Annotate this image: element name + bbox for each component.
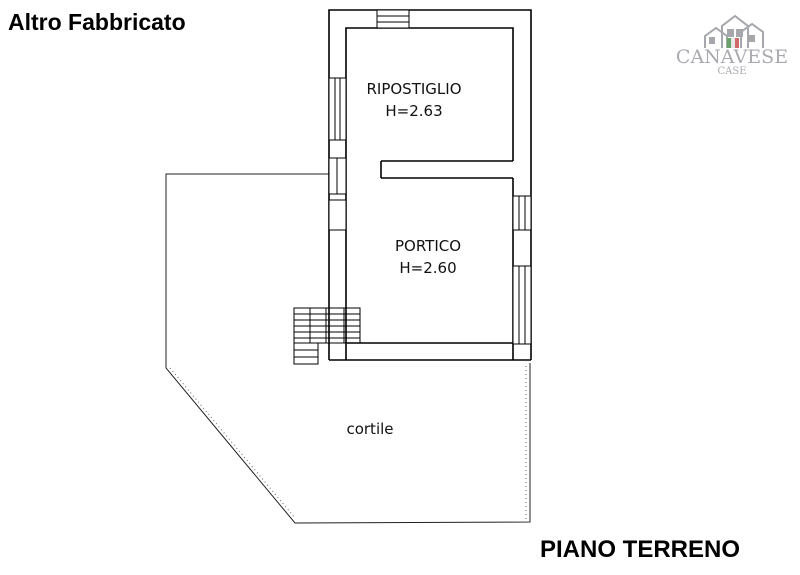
room-storeroom-height: H=2.63 (385, 102, 443, 120)
room-storeroom-name: RIPOSTIGLIO (366, 80, 462, 98)
logo-flag-icon (727, 38, 739, 48)
room-portico-height: H=2.60 (399, 259, 457, 277)
courtyard-outline (165, 173, 531, 524)
courtyard-label: cortile (346, 420, 394, 438)
floor-label: PIANO TERRENO (540, 536, 741, 563)
staircase (293, 307, 361, 365)
room-storeroom-label: RIPOSTIGLIO H=2.63 (346, 78, 482, 122)
room-portico-label: PORTICO H=2.60 (360, 235, 496, 279)
openings (328, 9, 532, 345)
logo-subtitle: CASE (717, 66, 747, 77)
room-portico-name: PORTICO (394, 237, 462, 255)
courtyard-fence-dots (169, 366, 527, 520)
logo-houses-icon (704, 14, 764, 48)
logo-name: CANAVESE (675, 46, 789, 68)
page-title: Altro Fabbricato (8, 9, 186, 35)
